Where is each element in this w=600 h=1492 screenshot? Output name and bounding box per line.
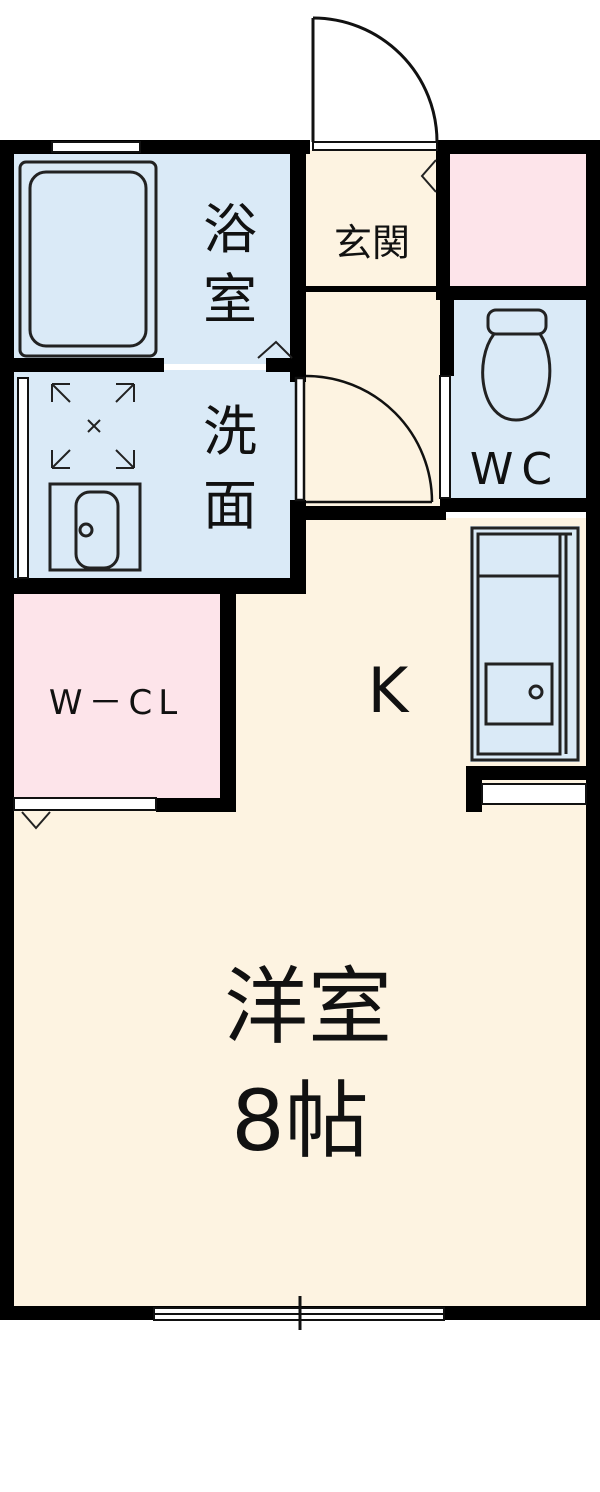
bath-door-marker [257, 340, 293, 359]
closet-door-marker [21, 811, 51, 830]
bath-label-2: 室 [203, 268, 257, 331]
kitchen-panel [481, 783, 587, 805]
kitchen-label: K [368, 654, 410, 727]
entrance-area [306, 150, 440, 290]
closet-opening [13, 797, 157, 811]
entrance-door[interactable] [311, 16, 439, 147]
washroom-label-1: 洗 [203, 400, 257, 463]
kitchen-counter [470, 526, 580, 762]
shoe-cabinet [446, 150, 586, 290]
balcony-window[interactable] [153, 1296, 445, 1330]
bath-label-1: 浴 [203, 198, 257, 261]
closet-label: W－CL [49, 683, 183, 723]
washing-machine-icon [51, 383, 135, 469]
bath-window [51, 141, 141, 153]
western-room-label: 洋室 [224, 958, 392, 1056]
western-room-size: 8帖 [231, 1072, 368, 1170]
wash-basin-icon [48, 482, 142, 572]
entrance-label: 玄関 [334, 221, 410, 265]
closet-area [14, 590, 230, 802]
hallway-area [300, 290, 440, 520]
washroom-door[interactable] [294, 374, 434, 504]
washroom-window [17, 377, 29, 579]
washroom-label-2: 面 [203, 474, 257, 537]
toilet-door-panel[interactable] [439, 375, 451, 499]
bathtub-icon [18, 160, 158, 358]
kitchen-sink-icon [470, 526, 580, 762]
toilet-icon [481, 308, 552, 422]
entrance-step [312, 141, 438, 151]
toilet-area [446, 296, 586, 512]
toilet-label: WC [470, 444, 560, 495]
entrance-step-marker [420, 159, 437, 193]
washroom-area [14, 370, 300, 584]
